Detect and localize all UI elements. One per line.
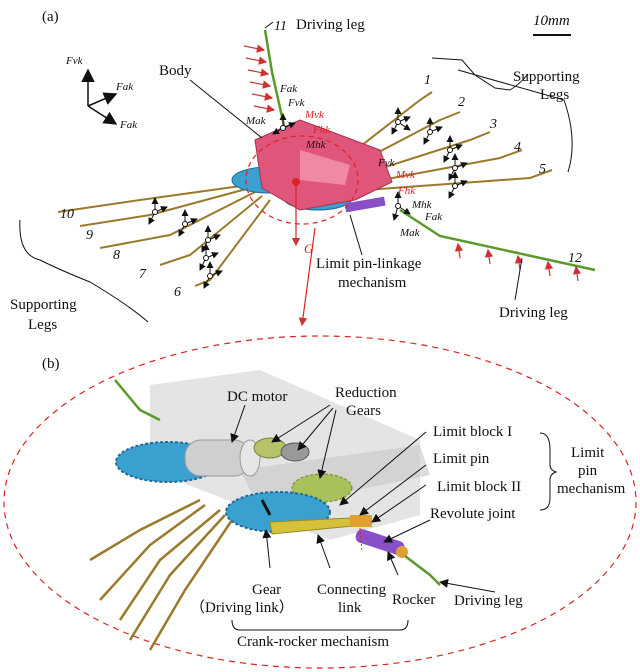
axis-fak-label-2: Fak: [120, 120, 137, 131]
right-mvk-label: Mvk: [396, 170, 415, 181]
connecting-link-label-line2: link: [338, 601, 361, 616]
gear-label: Gear: [252, 583, 281, 598]
body-mak-label: Mak: [246, 116, 266, 127]
reference-axes: [88, 70, 116, 124]
right-mhk-label: Mhk: [412, 200, 432, 211]
body-fvk-label: Fvk: [288, 98, 304, 109]
limit-pin-label: Limit pin: [433, 452, 489, 467]
leg-number-7: 7: [139, 268, 146, 282]
leg-number-4: 4: [514, 141, 521, 155]
leg-number-10: 10: [60, 208, 74, 222]
leg-number-8: 8: [113, 249, 120, 263]
leg-number-9: 9: [86, 229, 93, 243]
limit-mech-label-line2: mechanism: [338, 276, 406, 291]
body-mhk-label: Mhk: [306, 140, 326, 151]
driving-leg-top-label: Driving leg: [296, 18, 365, 33]
crank-rocker-label: Crank-rocker mechanism: [237, 635, 389, 650]
revolute-joint-label: Revolute joint: [430, 507, 515, 522]
axis-fak-label-1: Fak: [116, 82, 133, 93]
reduction-gears-label-line2: Gears: [346, 404, 381, 419]
limit-block-2-label: Limit block II: [437, 480, 521, 495]
supporting-legs-left-line2: Legs: [28, 318, 57, 333]
limit-mech-label-line1: Limit pin-linkage: [316, 257, 421, 272]
driving-leg-b-label: Driving leg: [454, 594, 523, 609]
limit-pin-mech-line2: pin: [578, 464, 597, 479]
leg-number-2: 2: [458, 96, 465, 110]
leg-number-11: 11: [274, 20, 287, 34]
leg-number-3: 3: [490, 118, 497, 132]
dc-motor-label: DC motor: [227, 390, 287, 405]
limit-pin-mech-line1: Limit: [571, 446, 604, 461]
body-label: Body: [159, 64, 192, 79]
axis-fvk-label: Fvk: [66, 56, 82, 67]
body-mvk-label: Mvk: [305, 110, 324, 121]
leg-number-1: 1: [424, 74, 431, 88]
driving-link-label: （Driving link）: [190, 601, 294, 616]
driving-leg-bottom-label: Driving leg: [499, 306, 568, 321]
supporting-legs-right-line2: Legs: [540, 88, 569, 103]
supporting-legs-right-line1: Supporting: [513, 70, 580, 85]
body-fhk-label: Fhk: [313, 125, 330, 136]
leg-number-6: 6: [174, 286, 181, 300]
rocker-label: Rocker: [392, 593, 435, 608]
scale-bar-label: 10mm: [533, 14, 570, 29]
leg-number-5: 5: [539, 163, 546, 177]
connecting-link-label-line1: Connecting: [317, 583, 386, 598]
right-mak-label: Mak: [400, 228, 420, 239]
body-fak-label: Fak: [280, 84, 297, 95]
right-fhk-label: Fhk: [398, 186, 415, 197]
right-fak-label: Fak: [425, 212, 442, 223]
leg-number-12: 12: [568, 252, 582, 266]
gravity-label: G: [304, 242, 313, 255]
limit-pin-mech-line3: mechanism: [557, 482, 625, 497]
panel-a-label: (a): [42, 10, 59, 25]
limit-block-1-label: Limit block I: [433, 425, 512, 440]
panel-b-label: (b): [42, 357, 60, 372]
right-fvk-label: Fvk: [378, 158, 394, 169]
robot-body-a: [232, 120, 392, 212]
reduction-gears-label-line1: Reduction: [335, 386, 397, 401]
supporting-legs-left-line1: Supporting: [10, 298, 77, 313]
